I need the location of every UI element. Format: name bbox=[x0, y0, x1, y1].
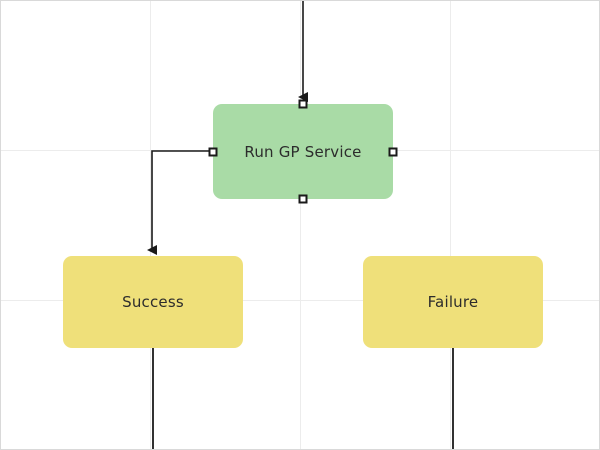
node-success[interactable]: Success bbox=[63, 256, 243, 348]
handle-top-icon[interactable] bbox=[298, 99, 308, 109]
node-failure[interactable]: Failure bbox=[363, 256, 543, 348]
node-label-failure: Failure bbox=[427, 293, 479, 311]
handle-left-icon[interactable] bbox=[208, 147, 218, 156]
node-label-success: Success bbox=[122, 293, 184, 311]
edge-run-gp-service-to-success[interactable] bbox=[147, 150, 211, 255]
handle-bottom-icon[interactable] bbox=[298, 194, 308, 204]
node-label-run-gp-service: Run GP Service bbox=[244, 142, 362, 161]
node-run-gp-service[interactable]: Run GP Service bbox=[208, 99, 398, 204]
handle-right-icon[interactable] bbox=[388, 147, 398, 156]
